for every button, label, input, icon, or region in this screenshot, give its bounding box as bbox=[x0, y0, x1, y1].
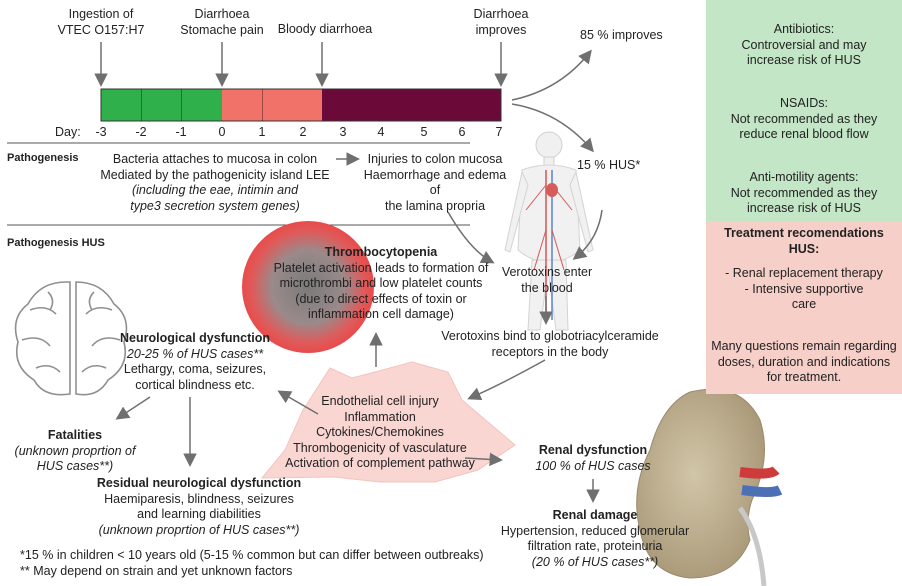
day-divider bbox=[262, 89, 263, 121]
fatalities: Fatalities (unknown proprtion of HUS cas… bbox=[10, 428, 140, 475]
antibiotics-note: Antibiotics: Controversial and may incre… bbox=[706, 22, 902, 69]
event-bloody: Bloody diarrhoea bbox=[270, 22, 380, 38]
arrow-85-improves bbox=[512, 52, 590, 100]
day-tick: -2 bbox=[129, 125, 153, 139]
phase-incubation bbox=[101, 89, 222, 121]
neurological-dysfunction: Neurological dysfunction 20-25 % of HUS … bbox=[108, 331, 282, 393]
day-tick: 4 bbox=[369, 125, 393, 139]
day-tick: 3 bbox=[331, 125, 355, 139]
treatment-recommendations: Treatment recomendations HUS: bbox=[706, 226, 902, 257]
phase-diarrhoea bbox=[222, 89, 322, 121]
footnote-1: *15 % in children < 10 years old (5-15 %… bbox=[20, 548, 484, 564]
nsaids-note: NSAIDs: Not recommended as they reduce r… bbox=[706, 96, 902, 143]
day-axis-label: Day: bbox=[55, 125, 81, 141]
pathogenesis-right: Injuries to colon mucosa Haemorrhage and… bbox=[360, 152, 510, 214]
renal-damage: Renal damage Hypertension, reduced glome… bbox=[490, 508, 700, 570]
phase-bloody-diarrhoea bbox=[322, 89, 501, 121]
arrow-to-fatalities bbox=[118, 397, 150, 418]
residual-neurological: Residual neurological dysfunction Haemip… bbox=[88, 476, 310, 538]
treatment-note: Many questions remain regarding doses, d… bbox=[706, 339, 902, 386]
day-divider bbox=[181, 89, 182, 121]
day-divider bbox=[141, 89, 142, 121]
day-tick: -3 bbox=[89, 125, 113, 139]
renal-dysfunction: Renal dysfunction 100 % of HUS cases bbox=[503, 443, 683, 474]
anti-motility-note: Anti-motility agents: Not recommended as… bbox=[706, 170, 902, 217]
outcome-15-hus: 15 % HUS* bbox=[577, 158, 640, 174]
footnote-2: ** May depend on strain and yet unknown … bbox=[20, 564, 292, 580]
thrombocytopenia-text: Thrombocytopenia Platelet activation lea… bbox=[262, 245, 500, 323]
endothelial-injury-text: Endothelial cell injury Inflammation Cyt… bbox=[280, 394, 480, 472]
pathogenesis-label: Pathogenesis bbox=[7, 152, 79, 164]
day-tick: 6 bbox=[450, 125, 474, 139]
day-tick: 0 bbox=[210, 125, 234, 139]
day-tick: 1 bbox=[250, 125, 274, 139]
arrow-bind-to-injury bbox=[470, 360, 545, 398]
pathogenesis-hus-label: Pathogenesis HUS bbox=[7, 237, 105, 249]
day-tick: 7 bbox=[487, 125, 511, 139]
day-tick: 5 bbox=[412, 125, 436, 139]
day-tick: 2 bbox=[291, 125, 315, 139]
outcome-85-improves: 85 % improves bbox=[580, 28, 663, 44]
treatment-items: - Renal replacement therapy - Intensive … bbox=[706, 266, 902, 313]
day-tick: -1 bbox=[169, 125, 193, 139]
pathogenesis-left: Bacteria attaches to mucosa in colon Med… bbox=[92, 152, 338, 214]
